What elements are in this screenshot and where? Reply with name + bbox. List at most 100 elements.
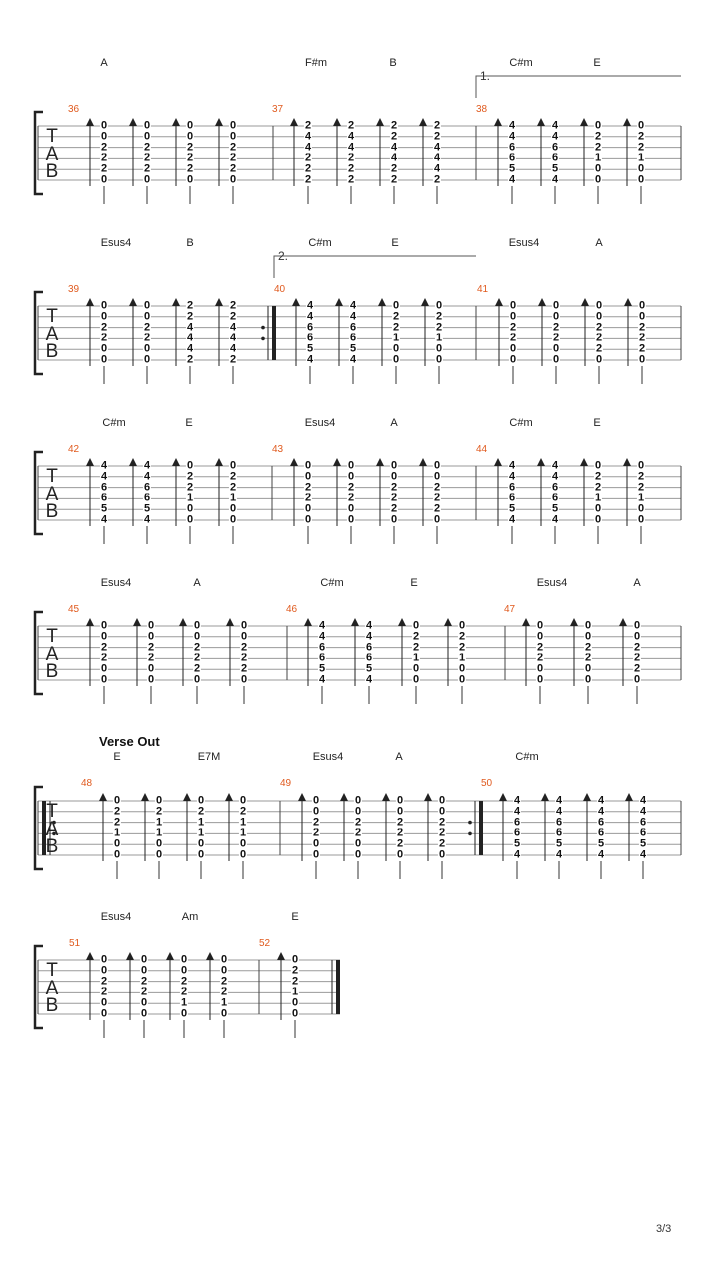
fret-number: 2 <box>434 310 444 323</box>
fret-number: 2 <box>185 299 195 312</box>
fret-number: 2 <box>311 826 321 839</box>
fret-number: 0 <box>391 342 401 355</box>
strum-up-arrow <box>351 618 359 626</box>
fret-number: 1 <box>238 826 248 839</box>
strum-up-arrow <box>215 458 223 466</box>
repeat-dot <box>261 325 265 330</box>
fret-number: 0 <box>192 619 202 632</box>
fret-number: 2 <box>142 162 152 175</box>
chord-name: C#m <box>102 417 126 429</box>
fret-number: 0 <box>551 342 561 355</box>
chord-name: B <box>186 237 194 249</box>
strum-up-arrow <box>215 298 223 306</box>
tab-clef-letter: T <box>46 960 58 981</box>
chord-name: Esus4 <box>100 237 132 249</box>
fret-number: 0 <box>142 130 152 143</box>
fret-number: 2 <box>637 331 647 344</box>
fret-number: 0 <box>192 673 202 686</box>
volta-label: 1. <box>480 69 491 83</box>
strum-up-arrow <box>494 118 502 126</box>
tab-clef-letter: T <box>46 306 58 327</box>
strum-up-arrow <box>304 618 312 626</box>
fret-number: 2 <box>192 641 202 654</box>
measure-number: 37 <box>272 104 284 115</box>
fret-number: 0 <box>238 794 248 807</box>
fret-number: 4 <box>305 299 315 312</box>
fret-number: 2 <box>228 151 238 164</box>
strum-up-arrow <box>398 618 406 626</box>
strum-up-arrow <box>277 952 285 960</box>
measure-number: 38 <box>476 104 488 115</box>
measure-number: 43 <box>272 444 284 455</box>
fret-number: 4 <box>303 130 313 143</box>
fret-number: 0 <box>185 119 195 132</box>
fret-number: 0 <box>99 673 109 686</box>
measure-number: 48 <box>81 778 93 789</box>
fret-number: 0 <box>593 513 603 526</box>
fret-number: 2 <box>99 321 109 334</box>
strum-up-arrow <box>581 298 589 306</box>
strum-up-arrow <box>298 793 306 801</box>
fret-number: 0 <box>551 310 561 323</box>
fret-number: 6 <box>317 641 327 654</box>
chord-name: C#m <box>515 751 539 763</box>
fret-number: 2 <box>637 342 647 355</box>
fret-number: 5 <box>554 837 564 850</box>
fret-number: 6 <box>550 491 560 504</box>
fret-number: 2 <box>239 651 249 664</box>
chord-name: E <box>593 57 601 69</box>
fret-number: 0 <box>432 459 442 472</box>
fret-number: 0 <box>146 662 156 675</box>
fret-number: 2 <box>228 162 238 175</box>
fret-number: 2 <box>346 119 356 132</box>
strum-up-arrow <box>619 618 627 626</box>
tab-clef-letter: B <box>45 836 59 857</box>
fret-number: 0 <box>139 996 149 1009</box>
fret-number: 2 <box>593 141 603 154</box>
fret-number: 4 <box>185 331 195 344</box>
strum-up-arrow <box>424 793 432 801</box>
chord-name: F#m <box>305 57 327 69</box>
fret-number: 2 <box>593 481 603 494</box>
fret-number: 2 <box>146 641 156 654</box>
strum-up-arrow <box>419 118 427 126</box>
strum-up-arrow <box>133 618 141 626</box>
strum-up-arrow <box>624 298 632 306</box>
fret-number: 2 <box>636 141 646 154</box>
tab-clef-letter: A <box>45 643 59 665</box>
measure-number: 47 <box>504 604 516 615</box>
fret-number: 4 <box>554 794 564 807</box>
fret-number: 4 <box>550 470 560 483</box>
fret-number: 2 <box>99 975 109 988</box>
fret-number: 5 <box>638 837 648 850</box>
strum-up-arrow <box>86 298 94 306</box>
strum-up-arrow <box>215 118 223 126</box>
fret-number: 2 <box>395 816 405 829</box>
fret-number: 4 <box>432 151 442 164</box>
fret-number: 4 <box>317 630 327 643</box>
fret-number: 0 <box>112 837 122 850</box>
fret-number: 4 <box>507 513 517 526</box>
fret-number: 0 <box>508 353 518 366</box>
fret-number: 5 <box>317 662 327 675</box>
fret-number: 0 <box>391 353 401 366</box>
fret-number: 2 <box>185 310 195 323</box>
chord-name: E <box>593 417 601 429</box>
fret-number: 5 <box>512 837 522 850</box>
fret-number: 4 <box>317 673 327 686</box>
fret-number: 0 <box>238 848 248 861</box>
strum-up-arrow <box>444 618 452 626</box>
fret-number: 5 <box>550 502 560 515</box>
strum-up-arrow <box>376 118 384 126</box>
strum-up-arrow <box>99 793 107 801</box>
fret-number: 0 <box>185 513 195 526</box>
fret-number: 0 <box>636 162 646 175</box>
fret-number: 0 <box>99 353 109 366</box>
fret-number: 2 <box>185 481 195 494</box>
tab-clef-letter: B <box>45 995 59 1016</box>
fret-number: 6 <box>507 141 517 154</box>
fret-number: 0 <box>228 119 238 132</box>
repeat-dot <box>52 820 56 825</box>
fret-number: 0 <box>593 459 603 472</box>
fret-number: 0 <box>437 848 447 861</box>
